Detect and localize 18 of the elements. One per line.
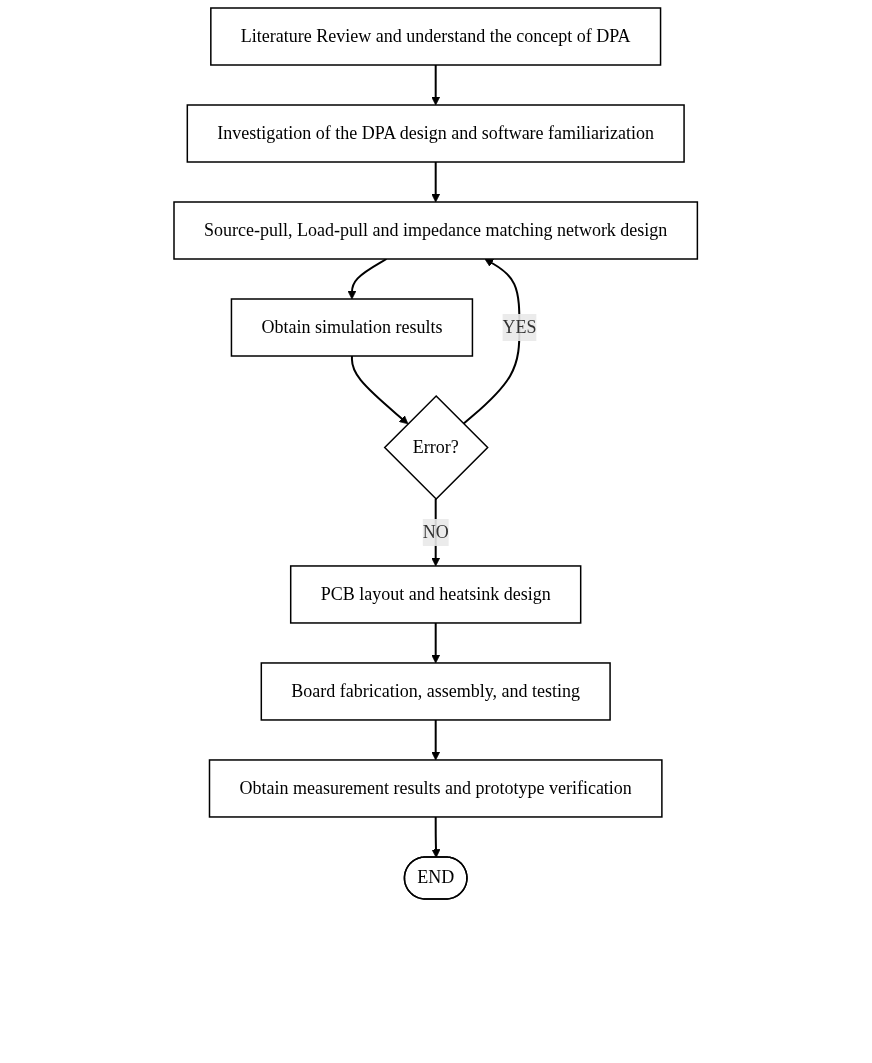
node-box: Source-pull, Load-pull and impedance matching network design [173,201,699,260]
arrow [431,815,441,858]
arrow [347,258,388,300]
edge-label: NO [423,521,449,542]
node-box: Investigation of the DPA design and software familiarization [186,104,686,163]
arrow [431,161,441,203]
arrow [431,621,441,664]
node-box: Obtain measurement results and prototype verification [209,759,663,818]
edge-label: YES [502,317,537,337]
arrow [462,258,521,425]
node-box: PCB layout and heatsink design [290,565,582,624]
node-box: Obtain simulation results [231,298,474,357]
node-box: Board fabrication, assembly, and testing [260,662,612,721]
node-diamond: Error? [383,394,490,501]
arrow [431,64,441,106]
node-box: Literature Review and understand the concept of DPA [210,7,662,66]
arrow [351,355,409,425]
arrow [431,718,441,761]
